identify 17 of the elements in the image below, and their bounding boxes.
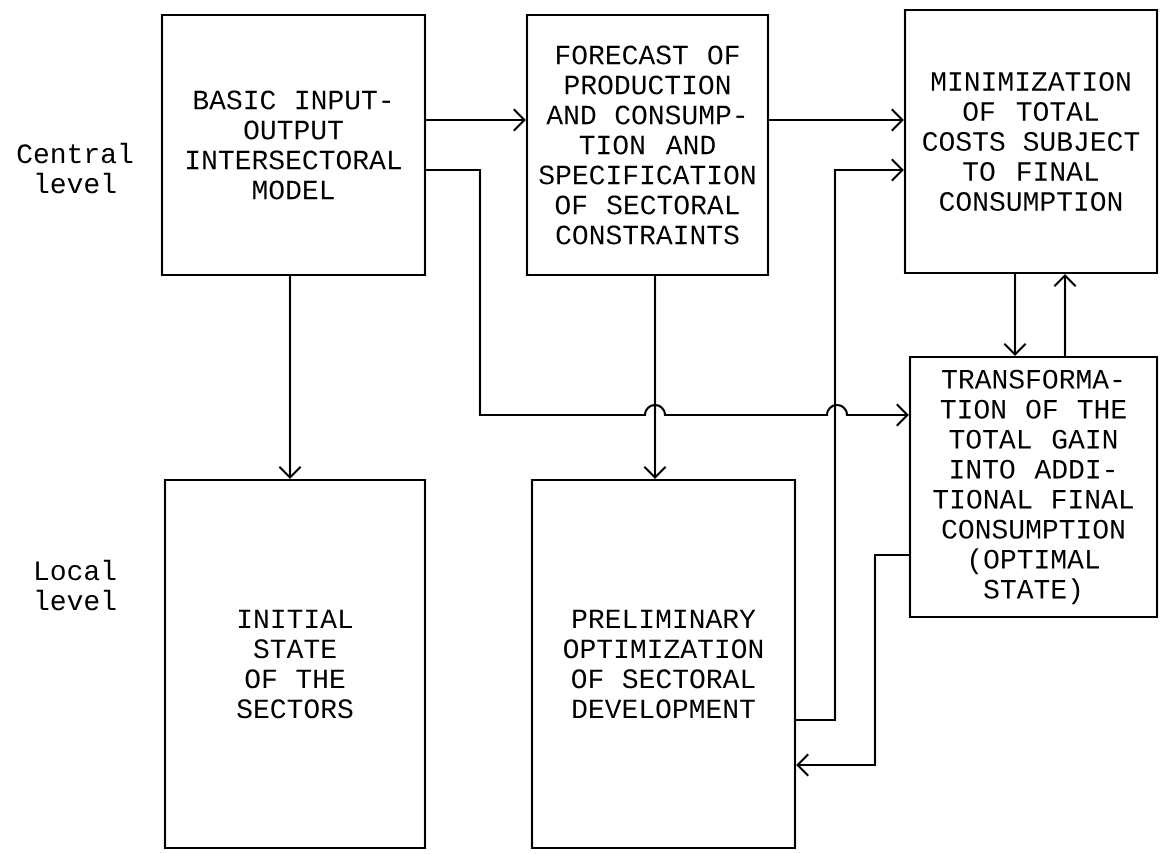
arrow — [426, 168, 909, 427]
arrow — [1003, 274, 1027, 356]
process-box: INITIAL STATE OF THE SECTORS — [163, 478, 427, 850]
arrow — [278, 276, 302, 479]
level-label: Local level — [36, 559, 116, 611]
level-label: Central level — [17, 142, 133, 194]
arrow — [796, 553, 909, 777]
arrow — [643, 276, 667, 479]
arrow — [796, 158, 904, 722]
process-box: MINIMIZATION OF TOTAL COSTS SUBJECT TO FINAL CONSUMPTION — [903, 8, 1159, 275]
arrow — [769, 108, 904, 132]
process-box: FORECAST OF PRODUCTION AND CONSUMP-TION AND SPECIFICATION OF SECTORAL CONSTRAINTS — [525, 13, 770, 277]
process-box: TRANSFORMA-TION OF THE TOTAL GAIN INTO ADDI-TIONAL FINAL CONSUMPTION (OPTIMAL STATE) — [908, 355, 1159, 619]
process-box: PRELIMINARY OPTIMIZATION OF SECTORAL DEVELOPMENT — [530, 478, 797, 850]
arrow — [426, 108, 526, 132]
process-box: BASIC INPUT-OUTPUT INTERSECTORAL MODEL — [160, 13, 427, 277]
arrow — [1053, 274, 1077, 356]
